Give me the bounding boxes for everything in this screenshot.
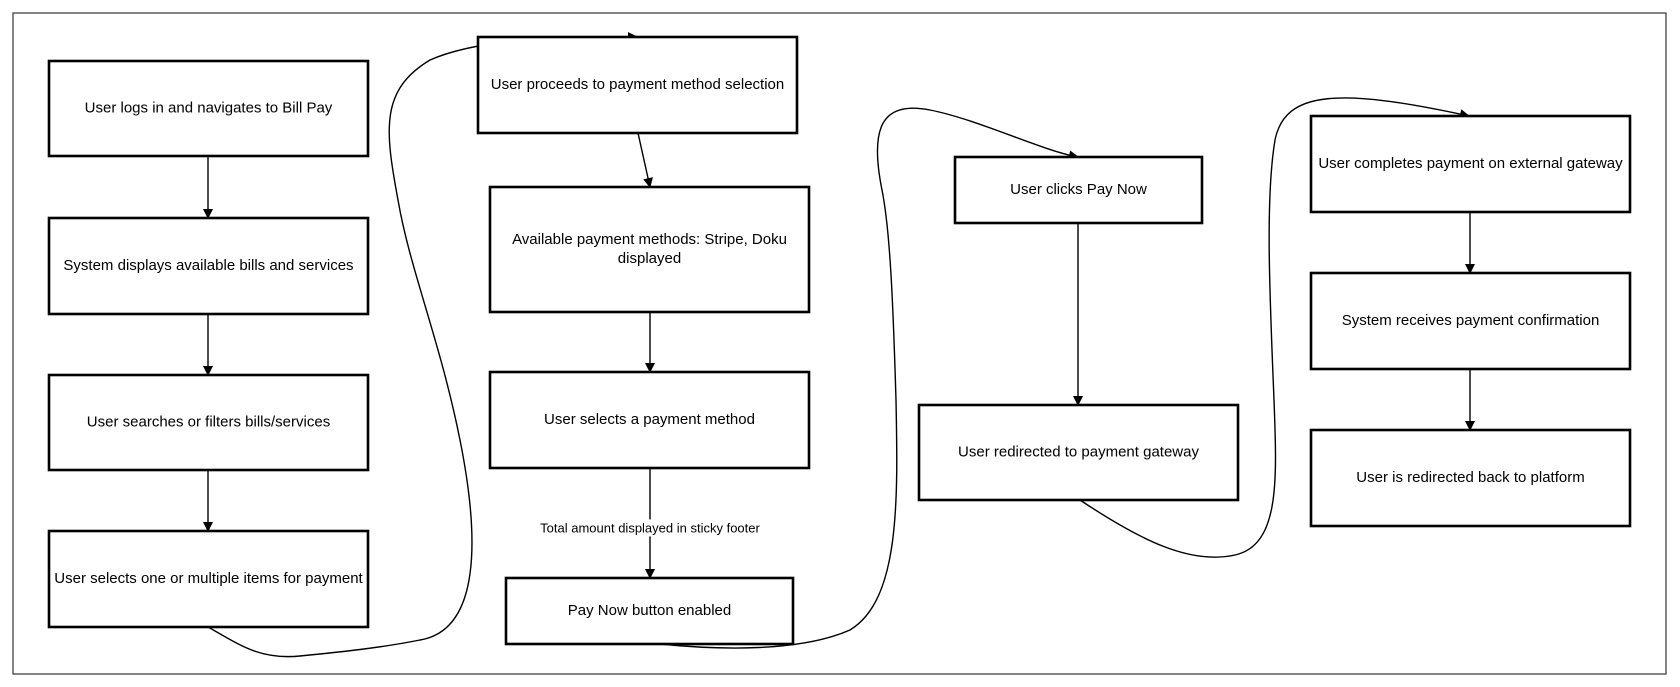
edge-label: Total amount displayed in sticky footer bbox=[540, 520, 760, 535]
flow-step-n10: User redirected to payment gateway bbox=[917, 403, 1240, 502]
flow-step-label: User proceeds to payment method selectio… bbox=[491, 76, 785, 93]
flow-step-label: System displays available bills and serv… bbox=[63, 257, 353, 274]
flow-step-n7: User selects a payment method bbox=[488, 370, 811, 470]
flow-step-label: System receives payment confirmation bbox=[1342, 312, 1600, 329]
flow-step-box bbox=[1309, 428, 1632, 528]
flow-step-box bbox=[476, 35, 799, 135]
flow-step-box bbox=[47, 373, 370, 472]
flow-step-n3: User searches or filters bills/services bbox=[47, 373, 370, 472]
flow-step-label: Available payment methods: Stripe, Doku bbox=[512, 231, 787, 248]
flow-step-label: User clicks Pay Now bbox=[1010, 181, 1147, 198]
flow-step-box bbox=[488, 185, 811, 314]
flow-step-box bbox=[1309, 114, 1632, 214]
flow-step-label: User is redirected back to platform bbox=[1356, 469, 1584, 486]
flow-step-label: User completes payment on external gatew… bbox=[1318, 155, 1623, 172]
flow-step-box bbox=[953, 155, 1204, 225]
flow-step-n8: Pay Now button enabled bbox=[504, 576, 795, 646]
flow-step-label: User redirected to payment gateway bbox=[958, 443, 1199, 460]
nodes-layer: User logs in and navigates to Bill PaySy… bbox=[47, 35, 1632, 646]
flow-step-n4: User selects one or multiple items for p… bbox=[47, 529, 370, 629]
flow-step-label: Pay Now button enabled bbox=[568, 602, 731, 619]
flow-step-label: User selects one or multiple items for p… bbox=[54, 570, 363, 587]
edge-label-background bbox=[537, 519, 764, 537]
flow-step-n6: Available payment methods: Stripe, Doku d… bbox=[488, 185, 811, 314]
flow-step-n5: User proceeds to payment method selectio… bbox=[476, 35, 799, 135]
flow-step-label: User logs in and navigates to Bill Pay bbox=[85, 99, 333, 116]
flow-step-n1: User logs in and navigates to Bill Pay bbox=[47, 59, 370, 158]
flow-step-box bbox=[504, 576, 795, 646]
edge-arrow-n10-to-n11 bbox=[1079, 97, 1470, 558]
flow-step-n2: System displays available bills and serv… bbox=[47, 216, 370, 316]
flow-step-box bbox=[47, 216, 370, 316]
flow-step-box bbox=[917, 403, 1240, 502]
flow-step-label: User searches or filters bills/services bbox=[87, 413, 330, 430]
flow-step-n11: User completes payment on external gatew… bbox=[1309, 114, 1632, 214]
edges-layer: Total amount displayed in sticky footer bbox=[203, 32, 1475, 658]
flow-step-n12: System receives payment confirmation bbox=[1309, 271, 1632, 371]
flow-step-box bbox=[47, 59, 370, 158]
flow-step-box bbox=[1309, 271, 1632, 371]
edge-arrow-n4-to-n5 bbox=[207, 32, 638, 658]
flow-step-n9: User clicks Pay Now bbox=[953, 155, 1204, 225]
flow-step-label: User selects a payment method bbox=[544, 411, 755, 428]
edge-arrow-n5-to-n6 bbox=[637, 132, 653, 188]
flow-step-box bbox=[488, 370, 811, 470]
flow-step-label: displayed bbox=[618, 250, 681, 267]
diagram-frame bbox=[12, 12, 1667, 675]
edge-arrow-n8-to-n9 bbox=[659, 107, 1079, 649]
flow-step-box bbox=[47, 529, 370, 629]
flow-step-n13: User is redirected back to platform bbox=[1309, 428, 1632, 528]
